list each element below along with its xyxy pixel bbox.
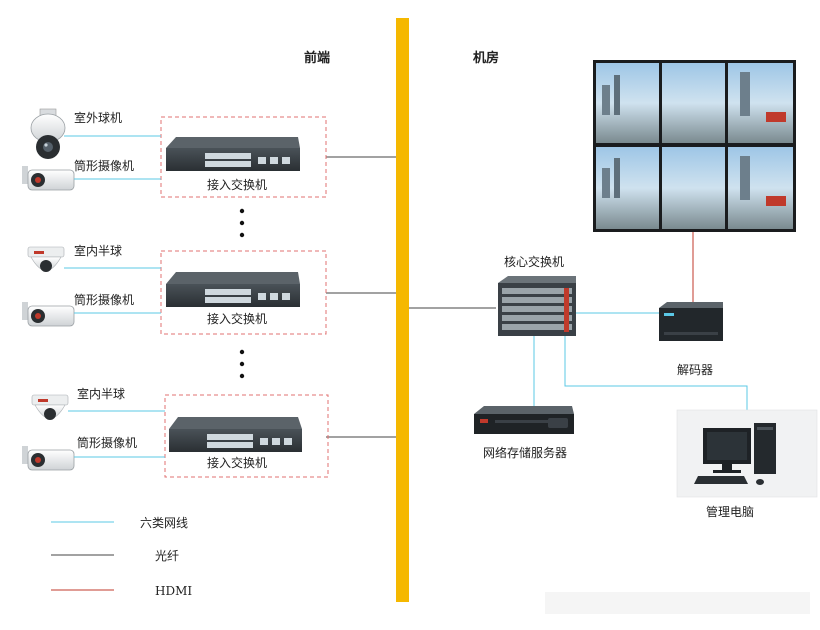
switch-label: 接入交换机: [207, 455, 267, 470]
video-wall-icon: [593, 60, 796, 232]
indoor-dome-camera-icon: [31, 394, 69, 420]
camera-label-1: 室内半球: [77, 386, 125, 401]
management-pc-icon: [676, 409, 818, 498]
camera-label-1: 室内半球: [74, 243, 122, 258]
legend-label-fiber: 光纤: [155, 549, 179, 563]
ellipsis-dots-2: [239, 349, 245, 379]
camera-group-1: 室外球机 筒形摄像机 接入交换机: [22, 108, 327, 198]
camera-group-3: 室内半球 筒形摄像机 接入交换机: [22, 386, 329, 478]
access-switch-icon: [166, 272, 300, 307]
bullet-camera-icon: [22, 166, 75, 191]
legend: 六类网线 光纤 HDMI: [51, 516, 192, 598]
access-switch-icon: [169, 417, 302, 452]
storage-label: 网络存储服务器: [483, 445, 567, 460]
bullet-camera-icon: [22, 302, 75, 327]
legend-label-hdmi: HDMI: [155, 584, 192, 598]
storage-server-icon: [474, 406, 574, 434]
switch-label: 接入交换机: [207, 177, 267, 192]
legend-label-cat6: 六类网线: [140, 516, 188, 530]
camera-label-2: 筒形摄像机: [77, 435, 137, 450]
video-wall-screens: [596, 63, 793, 229]
cat6-link: [564, 336, 748, 425]
switch-label: 接入交换机: [207, 311, 267, 326]
bullet-camera-icon: [22, 446, 75, 471]
watermark-blur: [545, 592, 810, 614]
group-box: [160, 250, 327, 335]
zone-title-front: 前端: [304, 50, 330, 66]
group-box: [164, 394, 329, 478]
core-switch-icon: [498, 276, 576, 336]
zone-title-machine-room: 机房: [473, 50, 499, 66]
decoder-label: 解码器: [677, 363, 713, 377]
ellipsis-dots-1: [239, 208, 245, 238]
indoor-dome-camera-icon: [27, 246, 65, 272]
decoder-icon: [659, 302, 723, 341]
outdoor-ptz-camera-icon: [30, 108, 66, 159]
core-switch-label: 核心交换机: [504, 254, 564, 269]
camera-label-2: 筒形摄像机: [74, 158, 134, 173]
camera-group-2: 室内半球 筒形摄像机 接入交换机: [22, 243, 327, 335]
access-switch-icon: [166, 137, 300, 171]
camera-label-1: 室外球机: [74, 110, 122, 125]
camera-label-2: 筒形摄像机: [74, 292, 134, 307]
backbone-bar: [396, 18, 409, 602]
pc-label: 管理电脑: [706, 504, 754, 519]
group-box: [160, 116, 327, 198]
